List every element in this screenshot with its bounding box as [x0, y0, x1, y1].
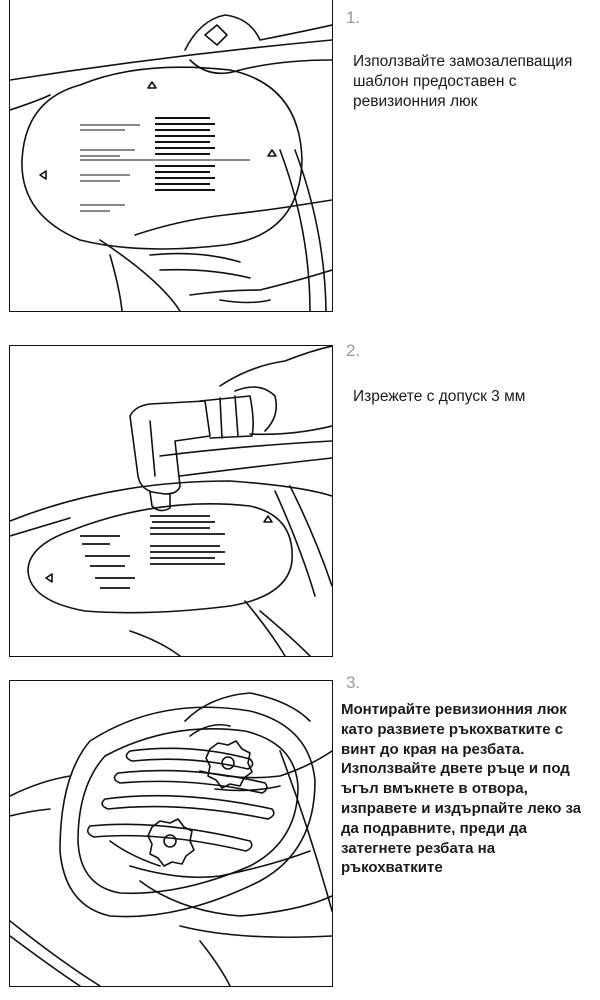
step-1-caption: Използвайте замозалепващия шаблон предос…: [353, 53, 573, 110]
step-1-illustration: [9, 0, 333, 312]
step-3-illustration: [9, 680, 333, 987]
step-2-number: 2.: [346, 341, 361, 360]
step-3-number: 3.: [346, 673, 361, 692]
step-2-caption: Изрежете с допуск 3 мм: [353, 388, 526, 405]
step-2-illustration: [9, 345, 333, 657]
step-3-caption: Монтирайте ревизионния люк като развиете…: [341, 701, 582, 877]
step-1-number: 1.: [346, 8, 361, 27]
